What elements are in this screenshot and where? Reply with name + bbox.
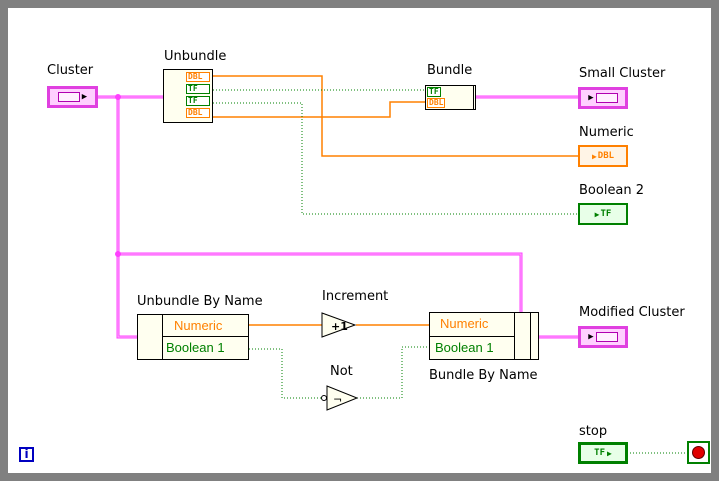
boolean2-indicator[interactable]: ▶ TF: [578, 203, 628, 225]
unbundle-by-name-node[interactable]: Numeric Boolean 1: [137, 314, 249, 360]
cluster-wire-junction: [115, 94, 121, 100]
bundle-divider: [473, 86, 474, 109]
bundle-by-name-divider: [514, 313, 515, 359]
cluster-icon: [595, 332, 618, 342]
iteration-terminal[interactable]: i: [19, 447, 34, 462]
bundle-by-name-node[interactable]: Numeric Boolean 1: [429, 312, 539, 360]
stop-control-terminal[interactable]: TF ▶: [578, 442, 628, 464]
bundle-by-name-label: Bundle By Name: [429, 368, 538, 383]
unbundle-outputs: DBL TF TF DBL: [186, 72, 210, 118]
arrow-right-icon: ▶: [81, 91, 88, 102]
arrow-right-icon: ▶: [594, 209, 600, 219]
bundle-by-name-divider-right: [530, 313, 531, 359]
unbundle-node[interactable]: DBL TF TF DBL: [163, 69, 213, 123]
numeric-indicator[interactable]: ▶ DBL: [578, 145, 628, 167]
numeric-type-text: DBL: [597, 150, 615, 161]
arrow-right-icon: ▶: [588, 331, 594, 342]
unbundle-by-name-field-divider: [163, 336, 248, 337]
not-function[interactable]: ¬: [321, 385, 359, 411]
bundle-field-boolean1[interactable]: Boolean 1: [435, 340, 494, 355]
arrow-right-icon: ▶: [588, 92, 594, 103]
bundle-label: Bundle: [427, 63, 473, 78]
cluster-icon: [595, 93, 618, 103]
bundle-node[interactable]: TF DBL: [425, 85, 476, 110]
unbundle-output-tf[interactable]: TF: [186, 96, 210, 106]
small-cluster-indicator[interactable]: ▶: [578, 87, 628, 109]
increment-label: Increment: [322, 289, 389, 304]
stop-label: stop: [579, 424, 608, 439]
bundle-input-dbl[interactable]: DBL: [427, 98, 446, 108]
unbundle-output-dbl[interactable]: DBL: [186, 72, 210, 82]
unbundle-field-boolean1[interactable]: Boolean 1: [166, 340, 225, 355]
bundle-input-tf[interactable]: TF: [427, 87, 441, 97]
svg-text:¬: ¬: [333, 393, 342, 406]
increment-function[interactable]: +1: [321, 312, 357, 338]
numeric-wires[interactable]: [213, 75, 580, 326]
stop-type-text: TF: [594, 447, 605, 458]
modified-cluster-indicator[interactable]: ▶: [578, 326, 628, 348]
boolean-type-text: TF: [600, 208, 612, 219]
numeric-label: Numeric: [579, 125, 634, 140]
unbundle-by-name-divider: [162, 315, 163, 359]
unbundle-output-dbl[interactable]: DBL: [186, 108, 210, 118]
unbundle-label: Unbundle: [164, 49, 227, 64]
unbundle-by-name-label: Unbundle By Name: [137, 294, 263, 309]
small-cluster-label: Small Cluster: [579, 66, 666, 81]
cluster-icon: [57, 92, 80, 102]
arrow-right-icon: ▶: [591, 151, 597, 161]
unbundle-output-tf[interactable]: TF: [186, 84, 210, 94]
bundle-by-name-field-divider: [430, 336, 514, 337]
unbundle-field-numeric[interactable]: Numeric: [174, 318, 223, 333]
not-label: Not: [330, 364, 353, 379]
cluster-label: Cluster: [47, 63, 94, 78]
boolean2-label: Boolean 2: [579, 183, 645, 198]
boolean-wires[interactable]: [213, 89, 688, 454]
modified-cluster-label: Modified Cluster: [579, 305, 685, 320]
cluster-wire-junction: [115, 251, 121, 257]
svg-text:+1: +1: [331, 320, 348, 333]
bundle-field-numeric[interactable]: Numeric: [440, 316, 489, 331]
cluster-control-terminal[interactable]: ▶: [47, 86, 98, 108]
stop-button-terminal[interactable]: [687, 441, 710, 464]
arrow-right-icon: ▶: [607, 448, 612, 458]
